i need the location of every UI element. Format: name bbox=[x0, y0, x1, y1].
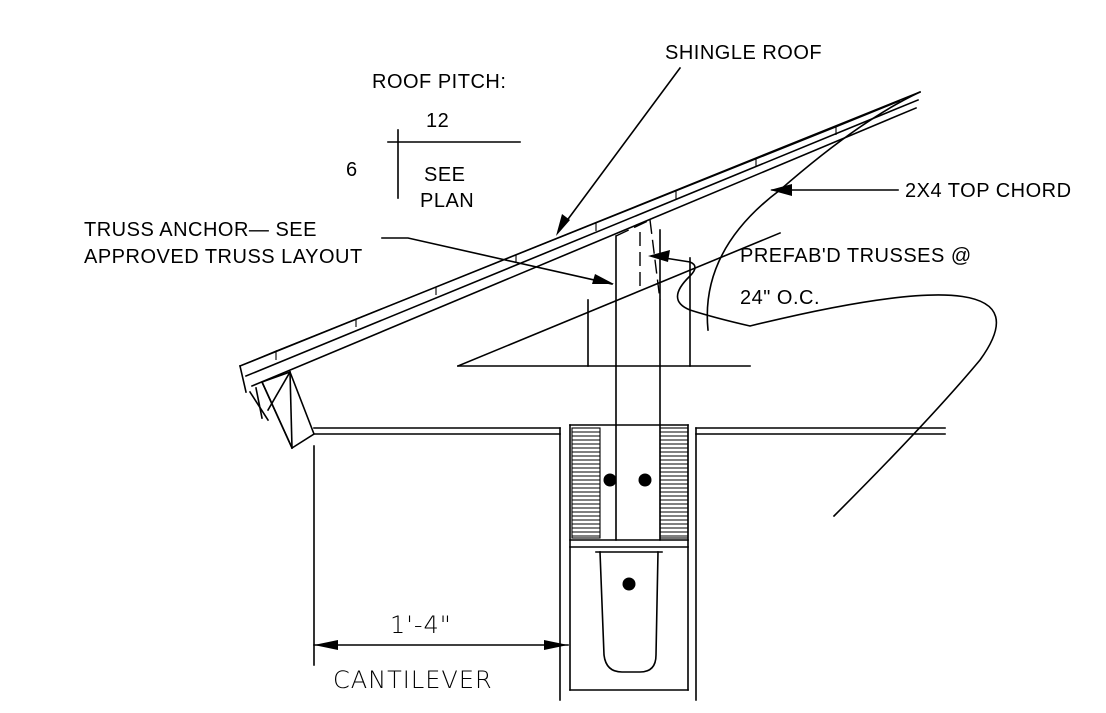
anchor-bolt-3 bbox=[622, 577, 636, 591]
truss-anchor-strap bbox=[599, 551, 659, 673]
label-prefab-1: PREFAB'D TRUSSES @ bbox=[740, 245, 972, 267]
plate-left-box bbox=[571, 427, 601, 539]
anchor-bolt-2 bbox=[638, 473, 652, 487]
shingle-courses bbox=[239, 100, 901, 367]
dimension-text: 1'-4" bbox=[390, 611, 452, 639]
pitch-rise-value: 6 bbox=[346, 159, 358, 181]
label-truss-anchor-1: TRUSS ANCHOR— SEE bbox=[84, 219, 317, 241]
label-prefab-2: 24" O.C. bbox=[740, 287, 820, 309]
hatched-plate-right bbox=[660, 431, 688, 537]
pitch-run-value: 12 bbox=[426, 110, 449, 132]
pitch-note-line2: PLAN bbox=[420, 190, 474, 212]
roof-sheathing-line-2 bbox=[250, 106, 918, 388]
truss-diagonal bbox=[456, 231, 782, 368]
roof-sheathing-line-1 bbox=[244, 98, 920, 378]
roof-pitch-symbol: ROOF PITCH: 12 6 SEE PLAN bbox=[346, 71, 521, 212]
roof-pitch-title: ROOF PITCH: bbox=[372, 71, 506, 93]
cantilever-text: CANTILEVER bbox=[333, 666, 493, 694]
pitch-note-line1: SEE bbox=[424, 164, 466, 186]
wall-assembly bbox=[313, 424, 946, 701]
truss-web bbox=[456, 219, 782, 541]
label-top-chord: 2X4 TOP CHORD bbox=[905, 180, 1072, 202]
prefab-leader-curve bbox=[651, 255, 998, 518]
eave-end-line bbox=[239, 365, 247, 393]
label-shingle-roof: SHINGLE ROOF bbox=[665, 42, 822, 64]
cantilever-dimension: 1'-4" CANTILEVER bbox=[313, 445, 569, 694]
callouts: SHINGLE ROOF 2X4 TOP CHORD TRUSS ANCHOR—… bbox=[84, 42, 1072, 518]
anchor-bolt-1 bbox=[603, 473, 617, 487]
roof-assembly bbox=[238, 90, 922, 450]
label-truss-anchor-2: APPROVED TRUSS LAYOUT bbox=[84, 246, 363, 268]
truss-top-chord-line bbox=[706, 90, 922, 331]
plate-right-box bbox=[659, 427, 689, 539]
hatched-plate-left bbox=[572, 431, 600, 537]
